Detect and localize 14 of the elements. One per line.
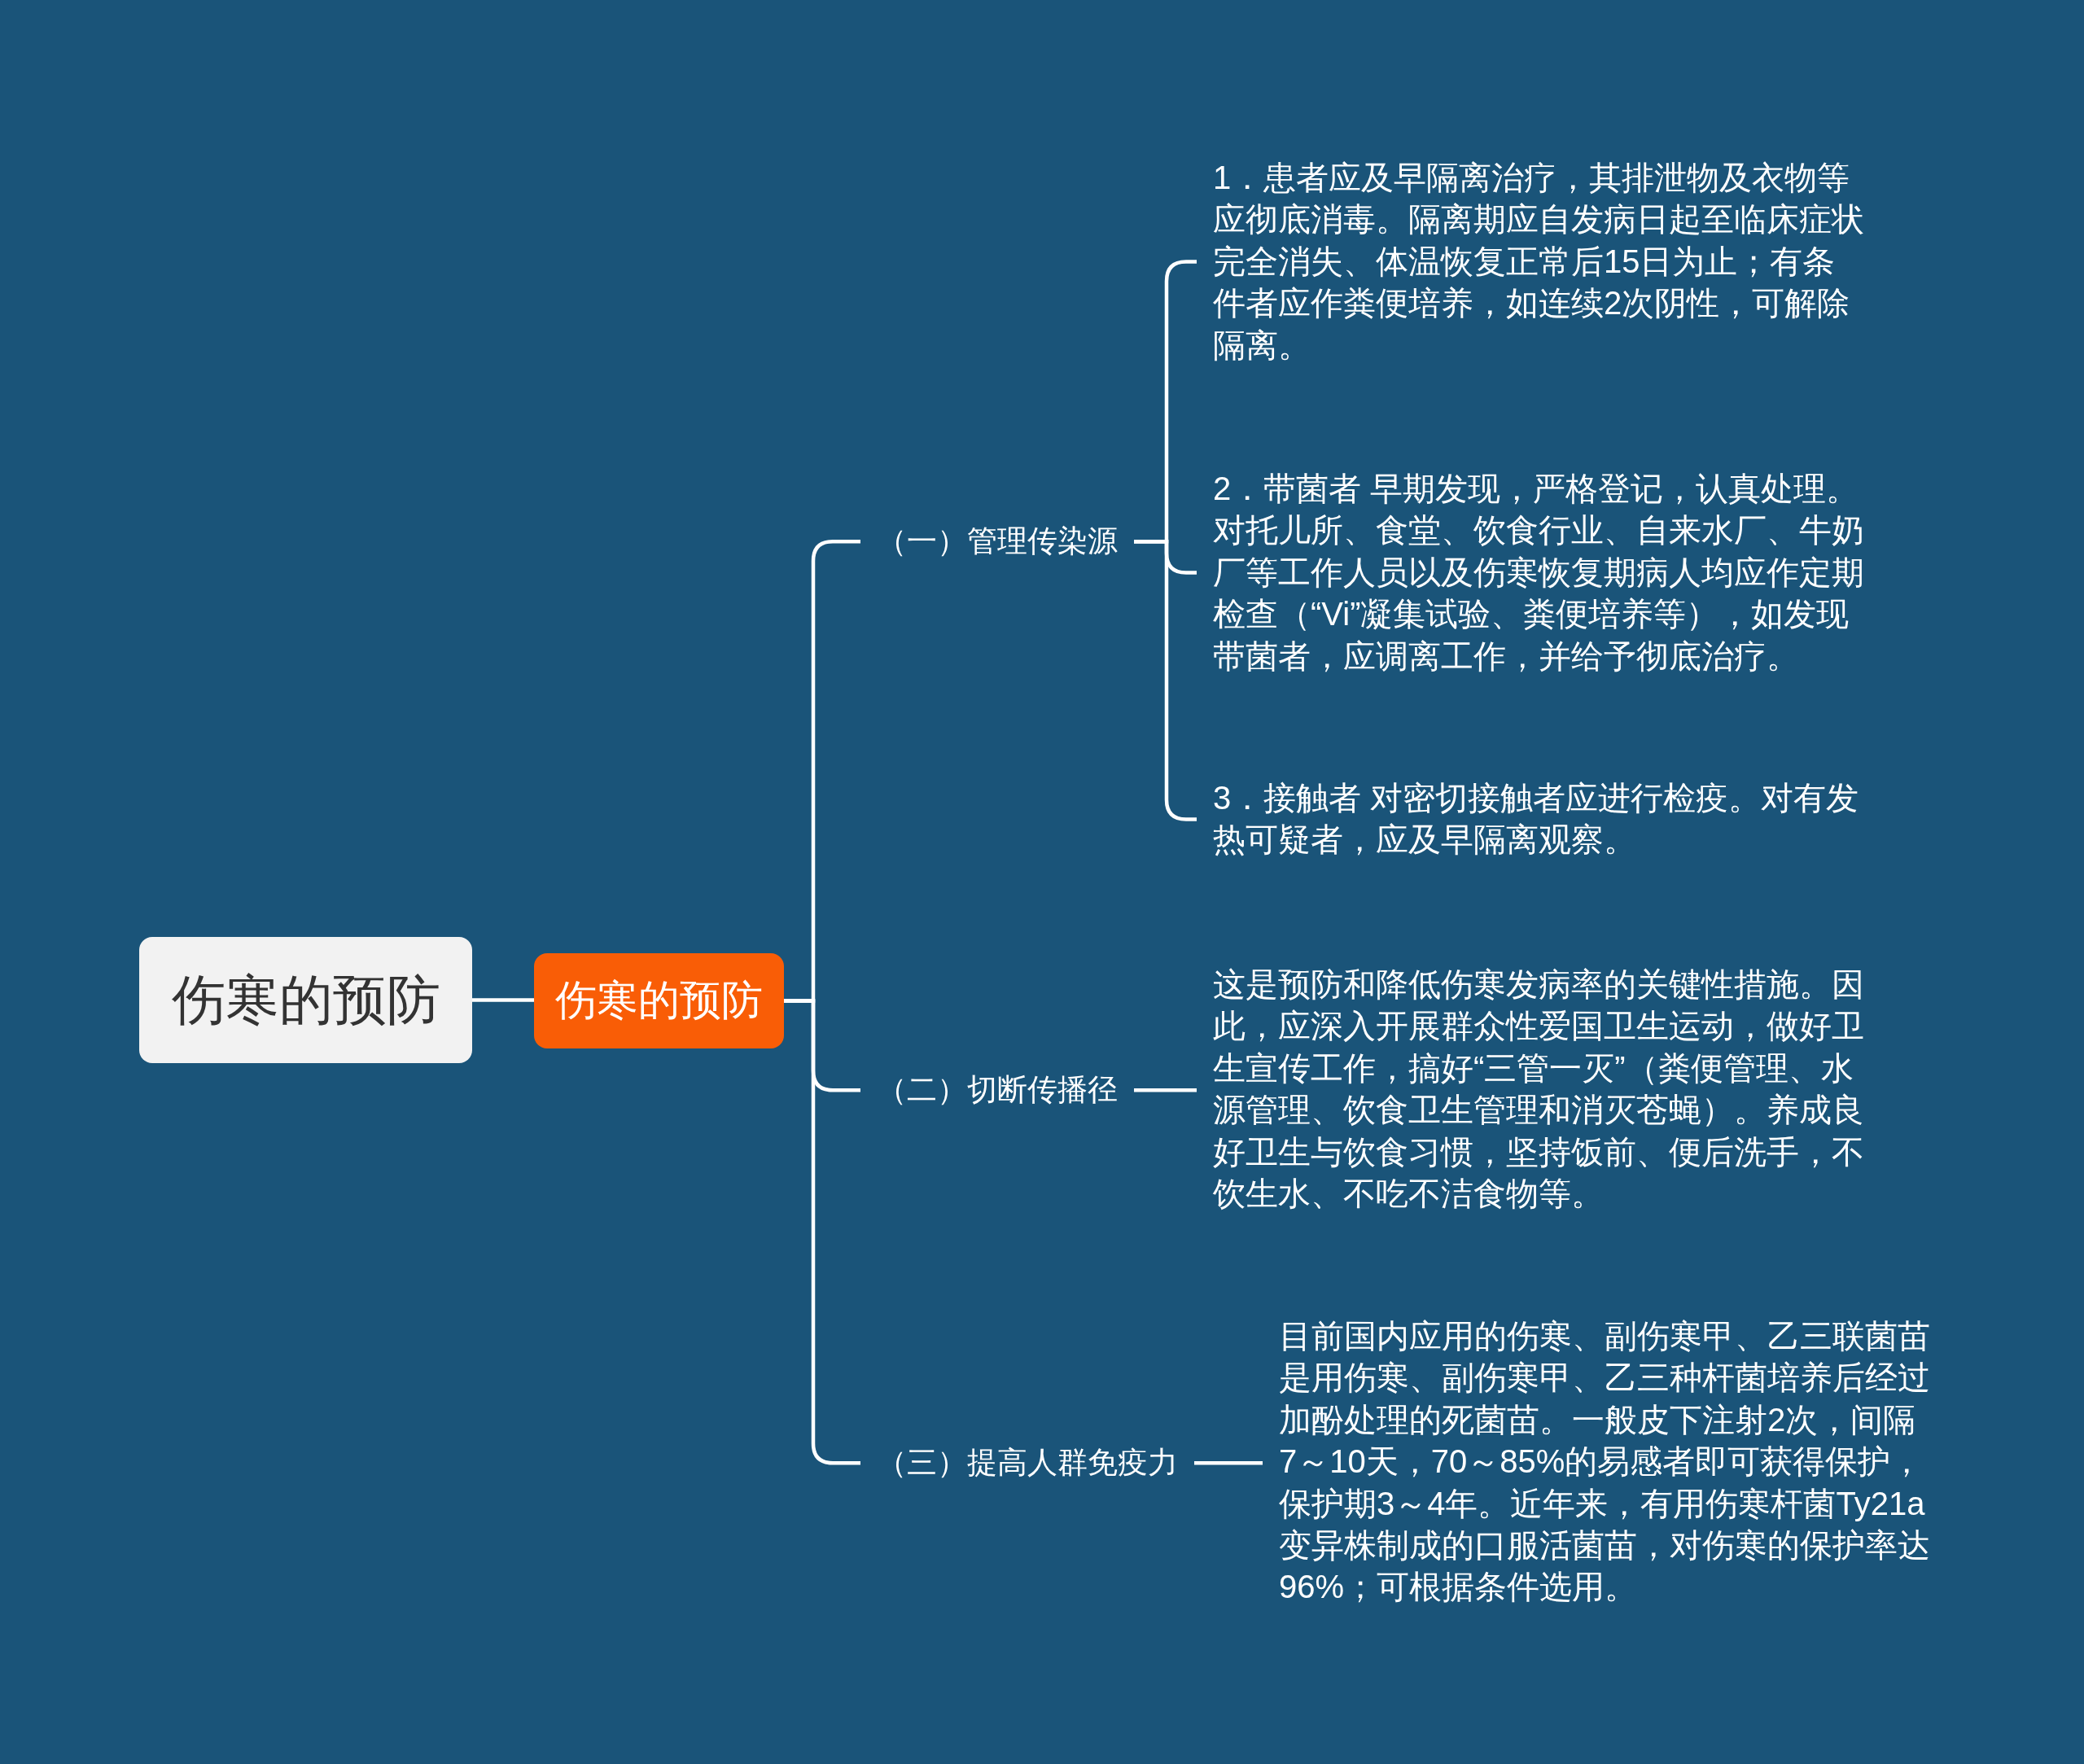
connector-line bbox=[784, 999, 860, 1465]
subtopic-text: （二）切断传播径 bbox=[860, 1072, 1134, 1109]
central-topic-box: 伤寒的预防 bbox=[139, 937, 472, 1063]
note-text: 目前国内应用的伤寒、副伤寒甲、乙三联菌苗是用伤寒、副伤寒甲、乙三种杆菌培养后经过加酚处理的死菌苗。一般皮下注射2次，间隔7～10天，70～85%的易感者即可获得保护，保护期3～4年。近年来，有用伤寒杆菌Ty21a变异株制成的口服活菌苗，对伤寒的保护率达96%；可根据条件选用。 bbox=[1263, 1315, 1932, 1609]
connector-line bbox=[472, 998, 534, 1002]
main-topic-box: 伤寒的预防 bbox=[534, 953, 784, 1048]
subtopic-text: （一）管理传染源 bbox=[860, 523, 1134, 560]
note-text: 这是预防和降低伤寒发病率的关键性措施。因此，应深入开展群众性爱国卫生运动，做好卫生宣传工作，搞好“三管一灭”（粪便管理、水源管理、饮食卫生管理和消灭苍蝇）。养成良好卫生与饮食习惯，坚持饭前、便后洗手，不饮生水、不吃不洁食物等。 bbox=[1197, 964, 1866, 1215]
note-text: 3．接触者 对密切接触者应进行检疫。对有发热可疑者，应及早隔离观察。 bbox=[1197, 777, 1866, 861]
connector-line bbox=[1134, 1088, 1197, 1092]
connector-line bbox=[1194, 1460, 1263, 1465]
subtopic-text: （三）提高人群免疫力 bbox=[860, 1445, 1194, 1482]
note-text: 1．患者应及早隔离治疗，其排泄物及衣物等应彻底消毒。隔离期应自发病日起至临床症状完全消失、体温恢复正常后15日为止；有条件者应作粪便培养，如连续2次阴性，可解除隔离。 bbox=[1197, 157, 1866, 367]
note-text: 2．带菌者 早期发现，严格登记，认真处理。对托儿所、食堂、饮食行业、自来水厂、牛奶厂等工作人员以及伤寒恢复期病人均应作定期检查（“Vi”凝集试验、粪便培养等），如发现带菌者，应调离工作，并给予彻底治疗。 bbox=[1197, 468, 1866, 678]
